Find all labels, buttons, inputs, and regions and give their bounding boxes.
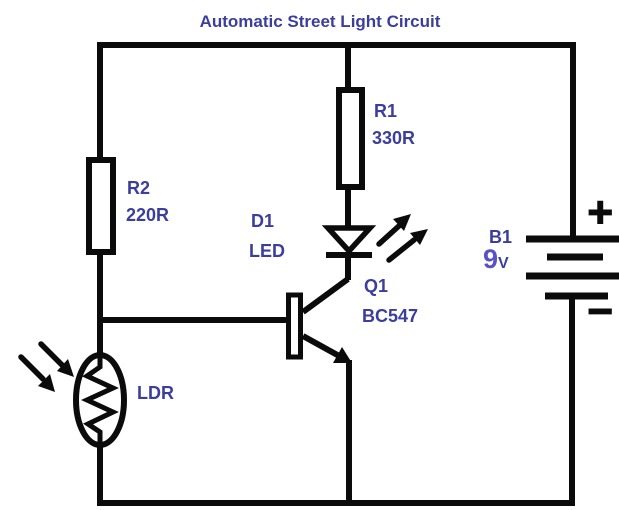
ldr-label: LDR (137, 383, 174, 403)
ldr-zigzag (81, 357, 119, 443)
middle-branch-wires (100, 45, 575, 506)
transistor-q1-symbol (286, 276, 352, 363)
r1-designator-label: R1 (374, 101, 398, 121)
led-symbol (321, 225, 377, 258)
led-triangle (321, 225, 377, 256)
r1-value-label: 330R (372, 128, 416, 148)
resistor-r2-symbol (86, 157, 116, 255)
q1-designator-label: Q1 (364, 276, 389, 296)
b1-voltage-number: 9 (483, 244, 499, 274)
d1-value-label: LED (249, 241, 285, 261)
emitter-arrowhead (333, 347, 352, 363)
resistor-r1-symbol (336, 87, 365, 190)
d1-designator-label: D1 (251, 211, 275, 231)
battery-minus-icon: − (586, 291, 615, 331)
r2-value-label: 220R (126, 205, 170, 225)
ldr-light-rays-icon (18, 341, 74, 392)
b1-voltage-unit: V (498, 255, 509, 272)
b1-designator-label: B1 (489, 227, 513, 247)
r2-designator-label: R2 (127, 178, 151, 198)
led-light-rays-icon (376, 214, 428, 263)
q1-value-label: BC547 (362, 306, 419, 326)
battery-plus-icon: + (586, 192, 615, 232)
ldr-symbol (73, 352, 127, 448)
transistor-collector (301, 276, 350, 315)
main-loop-wires (97, 42, 576, 506)
battery-b1-symbol (526, 235, 619, 300)
transistor-emitter (301, 333, 343, 360)
page-title: Automatic Street Light Circuit (199, 12, 441, 31)
transistor-base-bar (286, 292, 303, 360)
